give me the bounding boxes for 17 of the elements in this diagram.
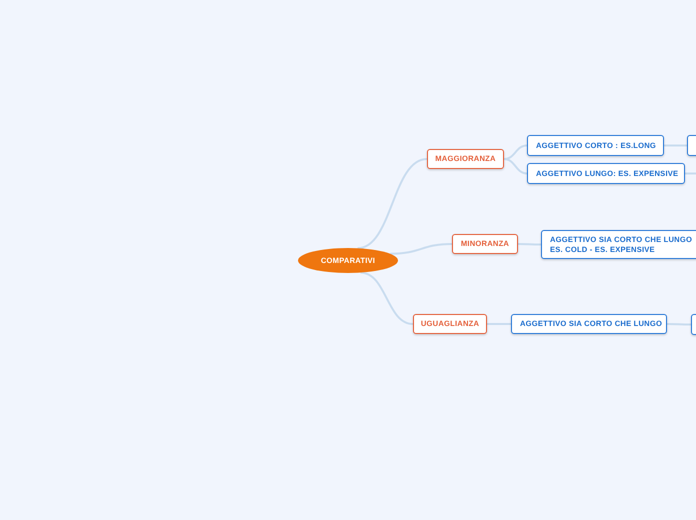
subtopic-box	[511, 314, 667, 334]
connector-line	[360, 272, 414, 325]
connector-line	[504, 144, 528, 160]
connector-line	[390, 243, 452, 255]
subtopic-box	[541, 230, 696, 259]
topic-box	[427, 149, 504, 169]
topic-box	[413, 314, 487, 334]
connector-line	[518, 243, 541, 246]
subtopic-box	[527, 135, 664, 156]
subtopic-box	[527, 163, 685, 184]
connector-line	[504, 158, 528, 174]
connector-line	[664, 144, 687, 146]
connector-line	[357, 158, 428, 250]
connector-line	[487, 323, 511, 325]
connector-line	[667, 323, 691, 326]
connector-line	[685, 172, 696, 174]
topic-box	[452, 234, 518, 254]
